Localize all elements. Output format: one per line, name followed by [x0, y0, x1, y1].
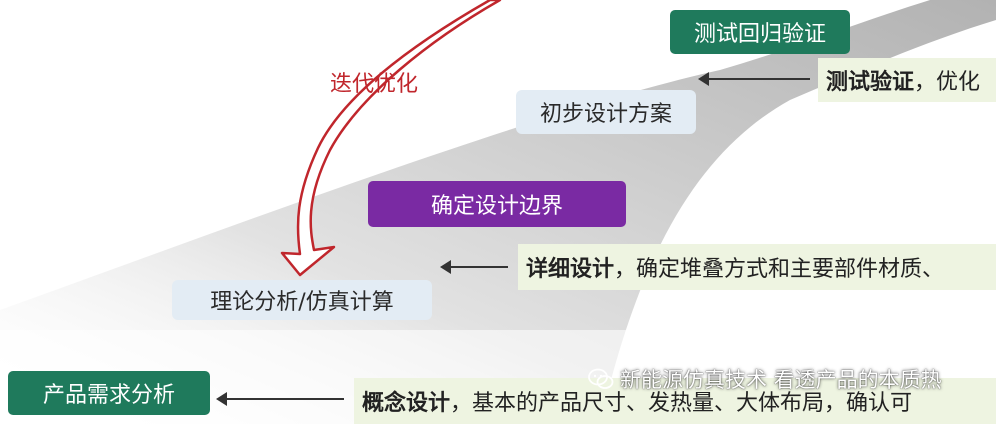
arrow-to-requirements: [216, 392, 344, 406]
iteration-label: 迭代优化: [330, 72, 419, 97]
iteration-arrow: [280, 0, 502, 277]
test-note-title: 测试验证: [826, 70, 915, 95]
requirements-analysis-box: 产品需求分析: [8, 371, 210, 415]
test-verification-note: 测试验证，优化: [818, 58, 996, 102]
test-note-text: ，优化: [914, 70, 981, 95]
regression-test-box: 测试回归验证: [670, 10, 850, 54]
wechat-icon: [588, 368, 614, 389]
arrow-to-preliminary: [698, 72, 810, 86]
design-boundary-box: 确定设计边界: [368, 181, 626, 227]
analysis-simulation-box: 理论分析/仿真计算: [172, 280, 432, 320]
concept-note-title: 概念设计: [362, 391, 451, 416]
concept-design-note: 概念设计，基本的产品尺寸、发热量、大体布局，确认可: [354, 378, 996, 424]
watermark-text: 新能源仿真技术 看透产品的本质热: [620, 368, 942, 392]
detail-note-title: 详细设计: [526, 257, 615, 282]
concept-note-text: ，基本的产品尺寸、发热量、大体布局，确认可: [450, 391, 913, 416]
arrow-to-analysis: [440, 260, 508, 274]
detail-note-text: ，确定堆叠方式和主要部件材质、: [614, 257, 945, 282]
preliminary-design-box: 初步设计方案: [516, 90, 696, 134]
detailed-design-note: 详细设计，确定堆叠方式和主要部件材质、: [518, 244, 996, 290]
watermark: 新能源仿真技术 看透产品的本质热: [588, 362, 996, 396]
